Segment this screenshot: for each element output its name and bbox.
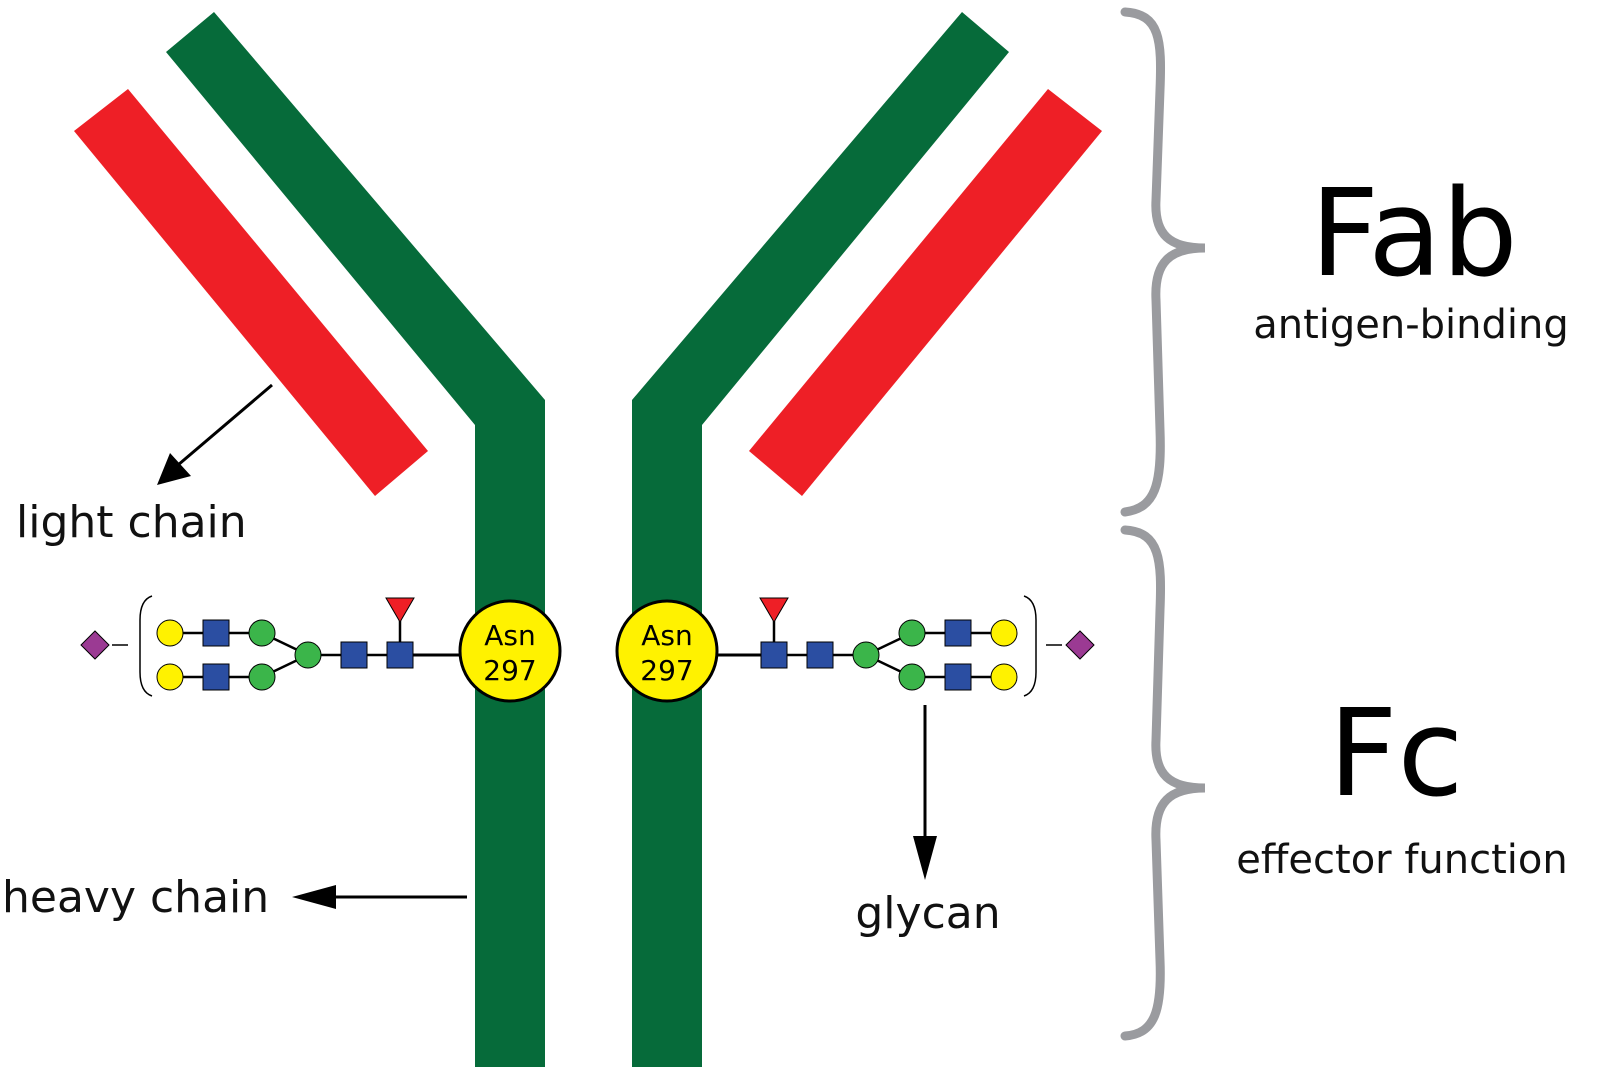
glcnac-icon: [806, 641, 834, 669]
glcnac-icon: [202, 663, 230, 691]
mannose-icon: [852, 641, 880, 669]
glycan-right: [712, 595, 1095, 697]
asn297-right: Asn 297: [615, 599, 719, 703]
asn297-left-line2: 297: [483, 654, 536, 687]
mannose-icon: [294, 641, 322, 669]
light-chain-arrow: [157, 383, 273, 485]
glycan-left: [80, 595, 465, 697]
asn297-left-line1: Asn: [484, 619, 536, 652]
light-chain-left: [74, 89, 428, 496]
glcnac-icon: [760, 641, 788, 669]
light-chain-right: [749, 89, 1102, 496]
asn297-right-line2: 297: [640, 654, 693, 687]
galactose-icon: [156, 619, 184, 647]
fucose-icon: [385, 597, 415, 623]
fab-subtitle: antigen-binding: [1253, 302, 1569, 348]
galactose-icon: [990, 619, 1018, 647]
heavy-chain-label: heavy chain: [2, 872, 269, 923]
sialic-acid-icon: [1065, 630, 1095, 660]
fab-brace: [1120, 7, 1206, 517]
glycan-bracket-left: [139, 595, 153, 697]
galactose-icon: [156, 663, 184, 691]
fc-brace: [1120, 525, 1206, 1041]
galactose-icon: [990, 663, 1018, 691]
asn297-right-line1: Asn: [641, 619, 693, 652]
glycan-bracket-right: [1023, 595, 1037, 697]
light-chain-label: light chain: [16, 497, 247, 548]
fucose-icon: [759, 597, 789, 623]
fc-subtitle: effector function: [1236, 837, 1567, 883]
asn297-left: Asn 297: [458, 599, 562, 703]
glcnac-icon: [340, 641, 368, 669]
heavy-chain-left: [166, 12, 545, 1067]
mannose-icon: [898, 663, 926, 691]
heavy-chain-arrow: [292, 885, 467, 909]
glcnac-icon: [202, 619, 230, 647]
glcnac-icon: [386, 641, 414, 669]
sialic-acid-icon: [80, 630, 110, 660]
glycan-label: glycan: [855, 888, 1000, 939]
fab-title: Fab: [1310, 165, 1518, 304]
mannose-icon: [248, 663, 276, 691]
glcnac-icon: [944, 663, 972, 691]
fc-title: Fc: [1329, 685, 1464, 824]
glcnac-icon: [944, 619, 972, 647]
glycan-arrow: [913, 705, 937, 880]
mannose-icon: [248, 619, 276, 647]
mannose-icon: [898, 619, 926, 647]
heavy-chain-right: [632, 12, 1009, 1067]
